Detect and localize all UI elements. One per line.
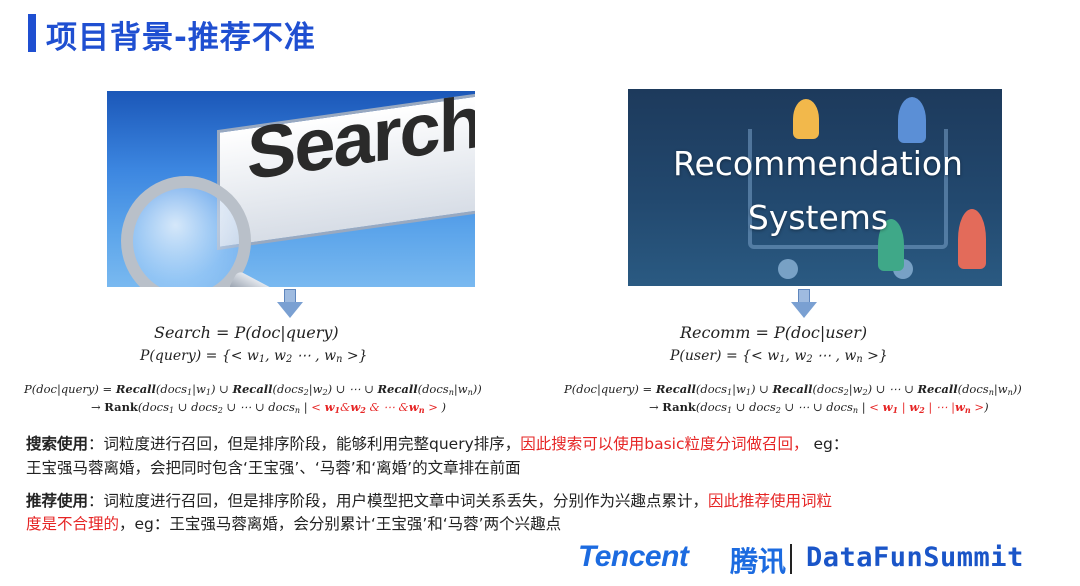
search-recall-formula: P(doc|query) = Recall(docs1|w1) ∪ Recall… [24, 382, 482, 397]
tencent-logo: Tencent [578, 540, 689, 573]
recommendation-image: Recommendation Systems [628, 89, 1002, 286]
person-figure [958, 209, 986, 269]
search-usage-line1: 搜索使用：词粒度进行召回，但是排序阶段，能够利用完整query排序，因此搜索可以… [26, 435, 849, 453]
recommend-usage-line1: 推荐使用：词粒度进行召回，但是排序阶段，用户模型把文章中词关系丢失，分别作为兴趣… [26, 492, 833, 510]
tencent-cn-logo: 腾讯 [730, 545, 787, 578]
recommend-usage-highlight: 因此推荐使用词粒 [708, 492, 833, 510]
recomm-equation: Recomm = P(doc|user) [680, 323, 868, 342]
person-figure [793, 99, 819, 139]
magnifier-handle [227, 270, 345, 287]
down-arrow-icon [277, 289, 303, 319]
recommendation-line2: Systems [747, 198, 889, 237]
recomm-recall-formula: P(doc|query) = Recall(docs1|w1) ∪ Recall… [564, 382, 1022, 397]
search-usage-keyword: 搜索使用 [26, 435, 89, 453]
search-usage-highlight: 因此搜索可以使用basic粒度分词做召回， [520, 435, 809, 453]
query-set-equation: P(query) = {< w1, w2 ⋯ , wn >} [140, 348, 368, 365]
user-set-equation: P(user) = {< w1, w2 ⋯ , wn >} [670, 348, 888, 365]
title-accent-bar [28, 14, 36, 52]
query-set-prefix: P(query) = {< w [140, 348, 259, 364]
search-equation: Search = P(doc|query) [154, 323, 339, 342]
person-figure [878, 219, 904, 271]
cart-icon [748, 129, 948, 249]
cart-wheel-icon [778, 259, 798, 279]
recommendation-line1: Recommendation [673, 144, 963, 183]
recommend-usage-line2: 度是不合理的，eg：王宝强马蓉离婚，会分别累计‘王宝强’和‘马蓉’两个兴趣点 [26, 515, 562, 533]
datafunsummit-logo: DataFunSummit [806, 542, 1024, 573]
recommend-usage-keyword: 推荐使用 [26, 492, 89, 510]
page-title: 项目背景-推荐不准 [46, 20, 316, 56]
search-image: Search [107, 91, 475, 287]
recommendation-title: Recommendation Systems [628, 137, 1002, 245]
logo-divider [790, 544, 792, 574]
search-rank-formula: → Rank(docs1 ∪ docs2 ∪ ⋯ ∪ docsn | < w1&… [91, 400, 447, 415]
search-usage-line2: 王宝强马蓉离婚，会把同时包含‘王宝强’、‘马蓉’和‘离婚’的文章排在前面 [26, 459, 521, 477]
down-arrow-icon [791, 289, 817, 319]
person-figure [898, 97, 926, 143]
recomm-rank-formula: → Rank(docs1 ∪ docs2 ∪ ⋯ ∪ docsn | < w1 … [649, 400, 989, 415]
